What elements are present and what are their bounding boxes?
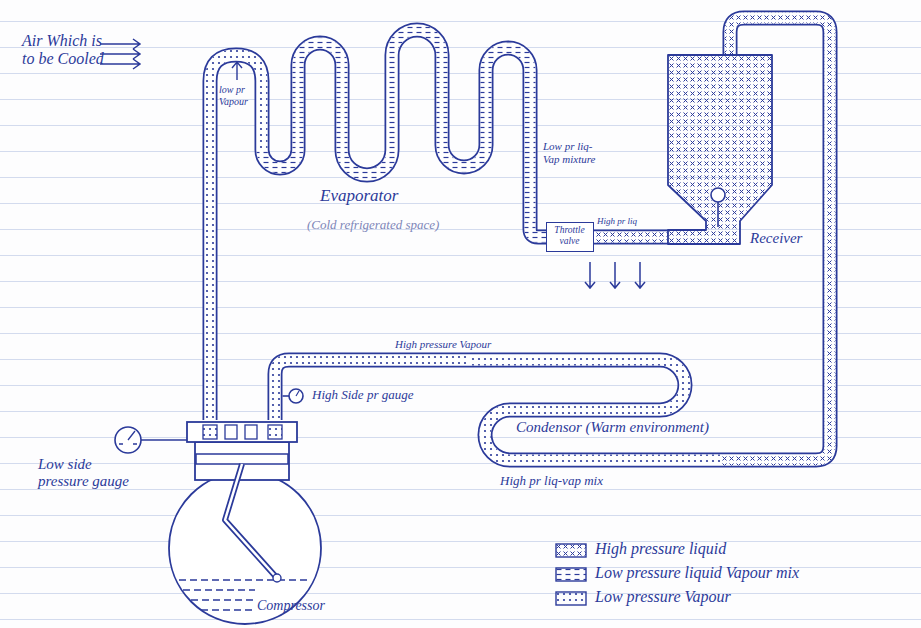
swatch-sample bbox=[556, 544, 586, 557]
pipe-label: low pr Vapour bbox=[219, 84, 255, 107]
pipe bbox=[210, 55, 262, 420]
compressor: Compressor bbox=[165, 420, 330, 625]
node-title: Condensor (Warm environment) bbox=[516, 419, 726, 436]
gauge-needle bbox=[296, 391, 299, 396]
pipe bbox=[594, 231, 668, 243]
legend-swatch bbox=[555, 567, 587, 583]
suction-valve bbox=[203, 425, 217, 439]
pipe bbox=[530, 220, 546, 237]
receiver-shell bbox=[668, 55, 772, 244]
crank-pin bbox=[273, 574, 281, 582]
low-side-gauge bbox=[115, 427, 141, 453]
annotation: Low pr liq-Vap mixture bbox=[543, 140, 605, 165]
pipe-connector bbox=[210, 55, 262, 420]
condenser-coil-pipe bbox=[470, 360, 720, 460]
node-title: Receiver bbox=[750, 230, 840, 247]
pipe bbox=[275, 360, 470, 420]
pipe-connector bbox=[530, 220, 546, 237]
evaporator-drawing bbox=[262, 30, 562, 220]
legend-text: Low pressure liquid Vapour mix bbox=[595, 564, 895, 582]
annotation: High pr liq-vap mix bbox=[500, 474, 670, 489]
flow-arrow bbox=[232, 62, 242, 80]
annotation: Low side pressure gauge bbox=[38, 456, 138, 491]
annotation: Air Which is to be Cooled bbox=[22, 32, 114, 69]
float-stem bbox=[717, 202, 719, 227]
gauge-needle bbox=[119, 431, 137, 444]
valve-port bbox=[245, 425, 257, 439]
float-ball bbox=[711, 188, 725, 202]
condenser-coil-pipe bbox=[470, 360, 720, 460]
connecting-rod bbox=[225, 464, 277, 578]
pipe-label: High pr liq bbox=[597, 216, 662, 226]
pipe bbox=[530, 220, 546, 237]
legend: High pressure liquidLow pressure liquid … bbox=[555, 540, 905, 622]
pipe-label: High pressure Vapour bbox=[395, 338, 535, 351]
swatch-sample bbox=[556, 592, 586, 605]
legend-swatch bbox=[555, 543, 587, 559]
evaporator-coil-pipe bbox=[262, 30, 530, 220]
node-title: Throttle valve bbox=[547, 225, 592, 248]
pipe bbox=[275, 360, 470, 420]
evaporator-coil-pipe bbox=[262, 30, 530, 220]
receiver-tank-drawing bbox=[668, 55, 772, 245]
pipe-connector bbox=[275, 360, 470, 420]
pipe bbox=[275, 360, 470, 420]
evaporator-coil-pipe bbox=[262, 30, 530, 220]
discharge-valve bbox=[268, 425, 282, 439]
pipe bbox=[594, 230, 668, 245]
swatch-sample bbox=[556, 568, 586, 581]
evaporator: Evaporator(Cold refrigerated space) bbox=[262, 30, 562, 220]
pipe bbox=[594, 232, 668, 243]
annotation: High Side pr gauge bbox=[312, 388, 462, 403]
legend-text: Low pressure Vapour bbox=[595, 588, 895, 606]
pipe bbox=[210, 55, 262, 420]
pipe-connector bbox=[594, 237, 668, 238]
legend-swatch bbox=[555, 591, 587, 607]
pipe bbox=[210, 55, 262, 420]
compressor-drawing bbox=[165, 420, 330, 625]
valve-port bbox=[225, 425, 237, 439]
high-side-gauge bbox=[289, 389, 303, 403]
piston bbox=[196, 454, 288, 464]
heat-arrows bbox=[585, 262, 645, 288]
throttle-valve: Throttle valve bbox=[546, 222, 594, 252]
pipe bbox=[530, 220, 546, 237]
condenser-coil-pipe bbox=[470, 360, 720, 460]
node-note: (Cold refrigerated space) bbox=[307, 218, 527, 233]
node-title: Compressor bbox=[257, 598, 357, 614]
gauge-stem bbox=[283, 395, 290, 397]
air-flow-arrows bbox=[100, 39, 140, 69]
cylinder-head bbox=[187, 422, 297, 442]
receiver-tank: Receiver bbox=[668, 55, 772, 245]
connecting-rod bbox=[225, 464, 277, 578]
node-title: Evaporator bbox=[320, 186, 490, 206]
legend-text: High pressure liquid bbox=[595, 540, 895, 558]
